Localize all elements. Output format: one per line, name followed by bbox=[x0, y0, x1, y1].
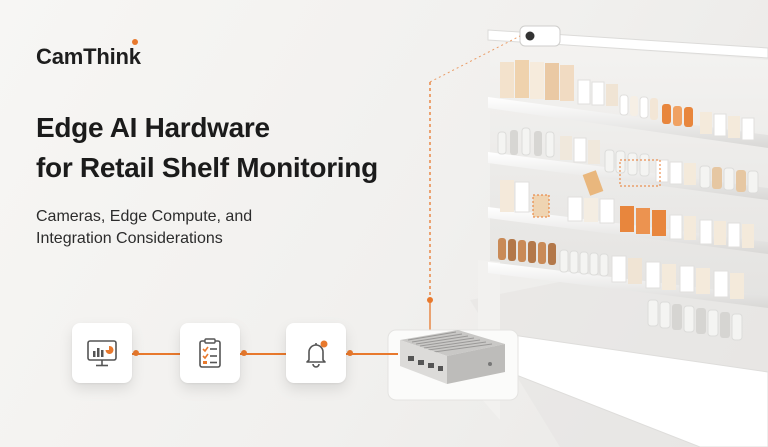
edge-computer-icon bbox=[400, 330, 505, 384]
hero-subtitle-line-2: Integration Considerations bbox=[36, 230, 223, 247]
flow-node-dot bbox=[133, 350, 139, 356]
notification-bell-icon bbox=[306, 340, 328, 368]
shelf-camera-icon bbox=[519, 25, 561, 47]
logo-suffix: Think bbox=[83, 39, 141, 69]
flow-connector-2 bbox=[240, 353, 286, 355]
logo-accent-dot bbox=[131, 39, 138, 45]
flow-step-alert bbox=[286, 323, 346, 383]
flow-connector-3 bbox=[346, 353, 398, 355]
products-row-5 bbox=[647, 299, 743, 341]
flow-connector-1 bbox=[132, 353, 180, 355]
monitor-chart-icon bbox=[87, 340, 117, 367]
hero-subtitle-line-1: Cameras, Edge Compute, and bbox=[36, 208, 253, 225]
hero-title-line-2: for Retail Shelf Monitoring bbox=[36, 152, 378, 183]
products-row-1 bbox=[500, 60, 755, 141]
logo-suffix-text: Think bbox=[83, 44, 141, 69]
flow-node-dot bbox=[347, 350, 353, 356]
flow-step-checklist bbox=[180, 323, 240, 383]
flow-step-analytics bbox=[72, 323, 132, 383]
products-row-2 bbox=[497, 127, 759, 194]
hero-title-line-1: Edge AI Hardware bbox=[36, 112, 270, 143]
clipboard-checklist-icon bbox=[199, 338, 221, 368]
flow-node-dot bbox=[241, 350, 247, 356]
camthink-logo: CamThink bbox=[36, 39, 141, 70]
products-row-3 bbox=[500, 159, 754, 248]
logo-prefix: Cam bbox=[36, 44, 84, 69]
products-row-4 bbox=[498, 238, 744, 299]
